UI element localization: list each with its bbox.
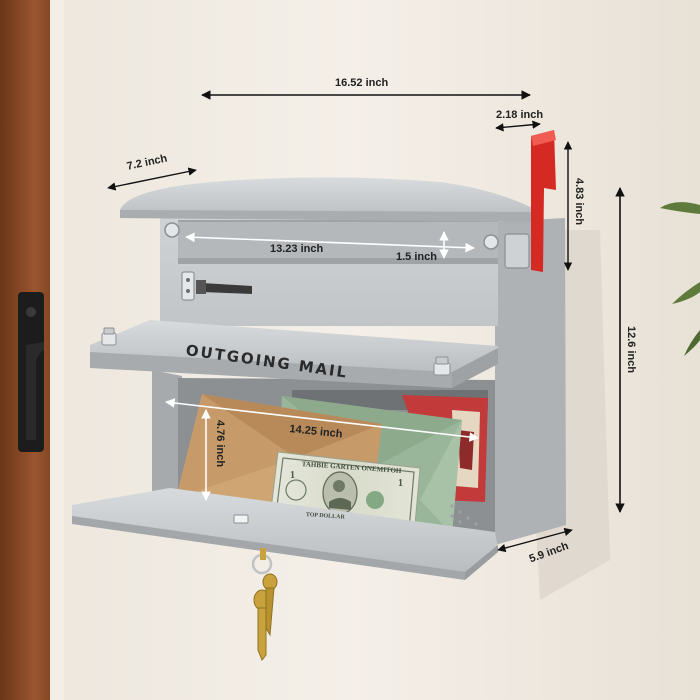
dim-line-top-depth: [107, 167, 197, 191]
bolt: [483, 234, 499, 250]
bottom-tray[interactable]: [72, 488, 498, 578]
svg-text:1: 1: [290, 470, 295, 481]
flag-bracket: [504, 233, 530, 269]
dim-tray-height: 4.76 inch: [214, 420, 226, 468]
dim-inner-width: 13.23 inch: [270, 243, 324, 255]
keys: [251, 548, 278, 661]
latch-plate: [181, 271, 195, 301]
flap-bolt: [101, 327, 117, 346]
door-trim: [50, 0, 64, 700]
door-handle: [26, 342, 44, 440]
dim-overall-width: 16.52 inch: [335, 77, 389, 89]
dim-slot-height: 1.5 inch: [396, 251, 437, 263]
dim-line-inner-width: [185, 232, 475, 253]
plant-leaf: [684, 330, 700, 356]
mailbox-side: [495, 218, 566, 545]
dim-line-flag-depth: [495, 120, 541, 132]
svg-text:1: 1: [398, 478, 403, 489]
dim-line-box-depth: [497, 527, 573, 553]
plant-leaf: [660, 202, 700, 214]
dim-flag-depth: 2.18 inch: [496, 109, 544, 121]
bolt: [164, 222, 180, 238]
latch-handle[interactable]: [202, 283, 252, 294]
dim-overall-height: 12.6 inch: [625, 326, 637, 374]
flap-bolt: [433, 356, 451, 376]
dim-flag-height: 4.83 inch: [573, 178, 585, 226]
plant-leaf: [672, 282, 700, 304]
mailbox-lid: [120, 177, 540, 220]
dim-line-tray-width: [165, 398, 479, 442]
red-flag[interactable]: [531, 130, 556, 272]
